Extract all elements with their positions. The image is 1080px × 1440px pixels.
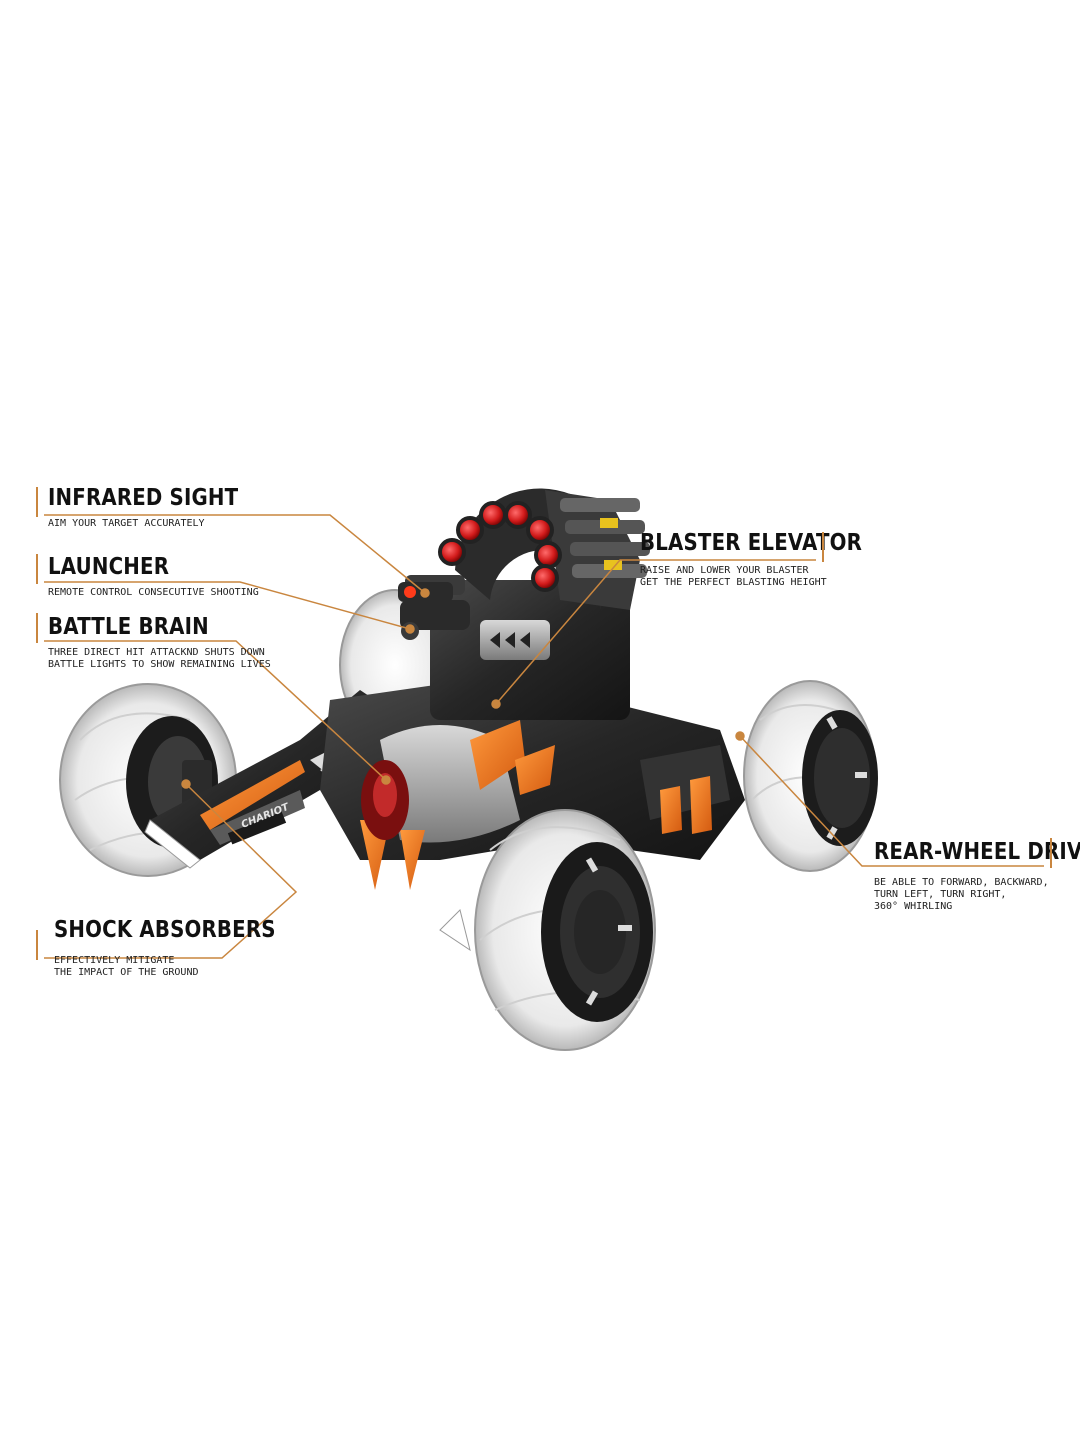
- callout-title: SHOCK ABSORBERS: [54, 917, 276, 943]
- blaster-elevator-leader: [495, 559, 816, 705]
- callout-description: RAISE AND LOWER YOUR BLASTER GET THE PER…: [640, 565, 898, 589]
- callout-title: BLASTER ELEVATOR: [640, 530, 863, 556]
- rear-right-wheel: [743, 680, 878, 872]
- callout-title: LAUNCHER: [48, 554, 170, 580]
- callout-description: AIM YOUR TARGET ACCURATELY: [48, 518, 269, 530]
- callout-launcher: LAUNCHER REMOTE CONTROL CONSECUTIVE SHOO…: [48, 554, 259, 599]
- callout-title: INFRARED SIGHT: [48, 485, 239, 511]
- rear-wheel-drive-leader: [739, 735, 1044, 867]
- callout-desc-line: BE ABLE TO FORWARD, BACKWARD,: [874, 877, 1049, 888]
- callout-rear-wheel-drive: REAR-WHEEL DRIVE BE ABLE TO FORWARD, BAC…: [874, 839, 1080, 913]
- callout-desc-line: 360° WHIRLING: [874, 901, 953, 912]
- callout-desc-line: TURN LEFT, TURN RIGHT,: [874, 889, 1007, 900]
- launcher-leader: [44, 581, 411, 630]
- callout-description: EFFECTIVELY MITIGATE THE IMPACT OF THE G…: [54, 955, 312, 979]
- callout-desc-line: RAISE AND LOWER YOUR BLASTER: [640, 565, 809, 576]
- callout-desc-line: GET THE PERFECT BLASTING HEIGHT: [640, 577, 827, 588]
- callout-description: THREE DIRECT HIT ATTACKND SHUTS DOWN BAT…: [48, 647, 271, 671]
- callout-infrared-sight: INFRARED SIGHT AIM YOUR TARGET ACCURATEL…: [48, 485, 269, 530]
- callout-desc-line: REMOTE CONTROL CONSECUTIVE SHOOTING: [48, 587, 259, 598]
- callout-battle-brain: BATTLE BRAIN THREE DIRECT HIT ATTACKND S…: [48, 614, 271, 671]
- callout-shock-absorbers: SHOCK ABSORBERS EFFECTIVELY MITIGATE THE…: [54, 917, 312, 979]
- chassis: [320, 680, 745, 890]
- callout-desc-line: AIM YOUR TARGET ACCURATELY: [48, 518, 205, 529]
- shock-absorbers-leader: [44, 783, 298, 959]
- callout-title: BATTLE BRAIN: [48, 614, 209, 640]
- dart-ring-leds: [438, 501, 562, 592]
- callout-desc-line: EFFECTIVELY MITIGATE: [54, 955, 175, 966]
- infrared-sight-leader: [44, 514, 426, 594]
- callout-blaster-elevator: BLASTER ELEVATOR RAISE AND LOWER YOUR BL…: [640, 530, 898, 589]
- callout-desc-line: THE IMPACT OF THE GROUND: [54, 967, 199, 978]
- front-right-wheel: [439, 809, 656, 1051]
- callout-description: REMOTE CONTROL CONSECUTIVE SHOOTING: [48, 587, 259, 599]
- callout-title: REAR-WHEEL DRIVE: [874, 839, 1080, 865]
- callout-desc-line: THREE DIRECT HIT ATTACKND SHUTS DOWN: [48, 647, 265, 658]
- battle-brain-leader: [44, 640, 387, 781]
- callout-description: BE ABLE TO FORWARD, BACKWARD, TURN LEFT,…: [874, 877, 1080, 913]
- callout-desc-line: BATTLE LIGHTS TO SHOW REMAINING LIVES: [48, 659, 271, 670]
